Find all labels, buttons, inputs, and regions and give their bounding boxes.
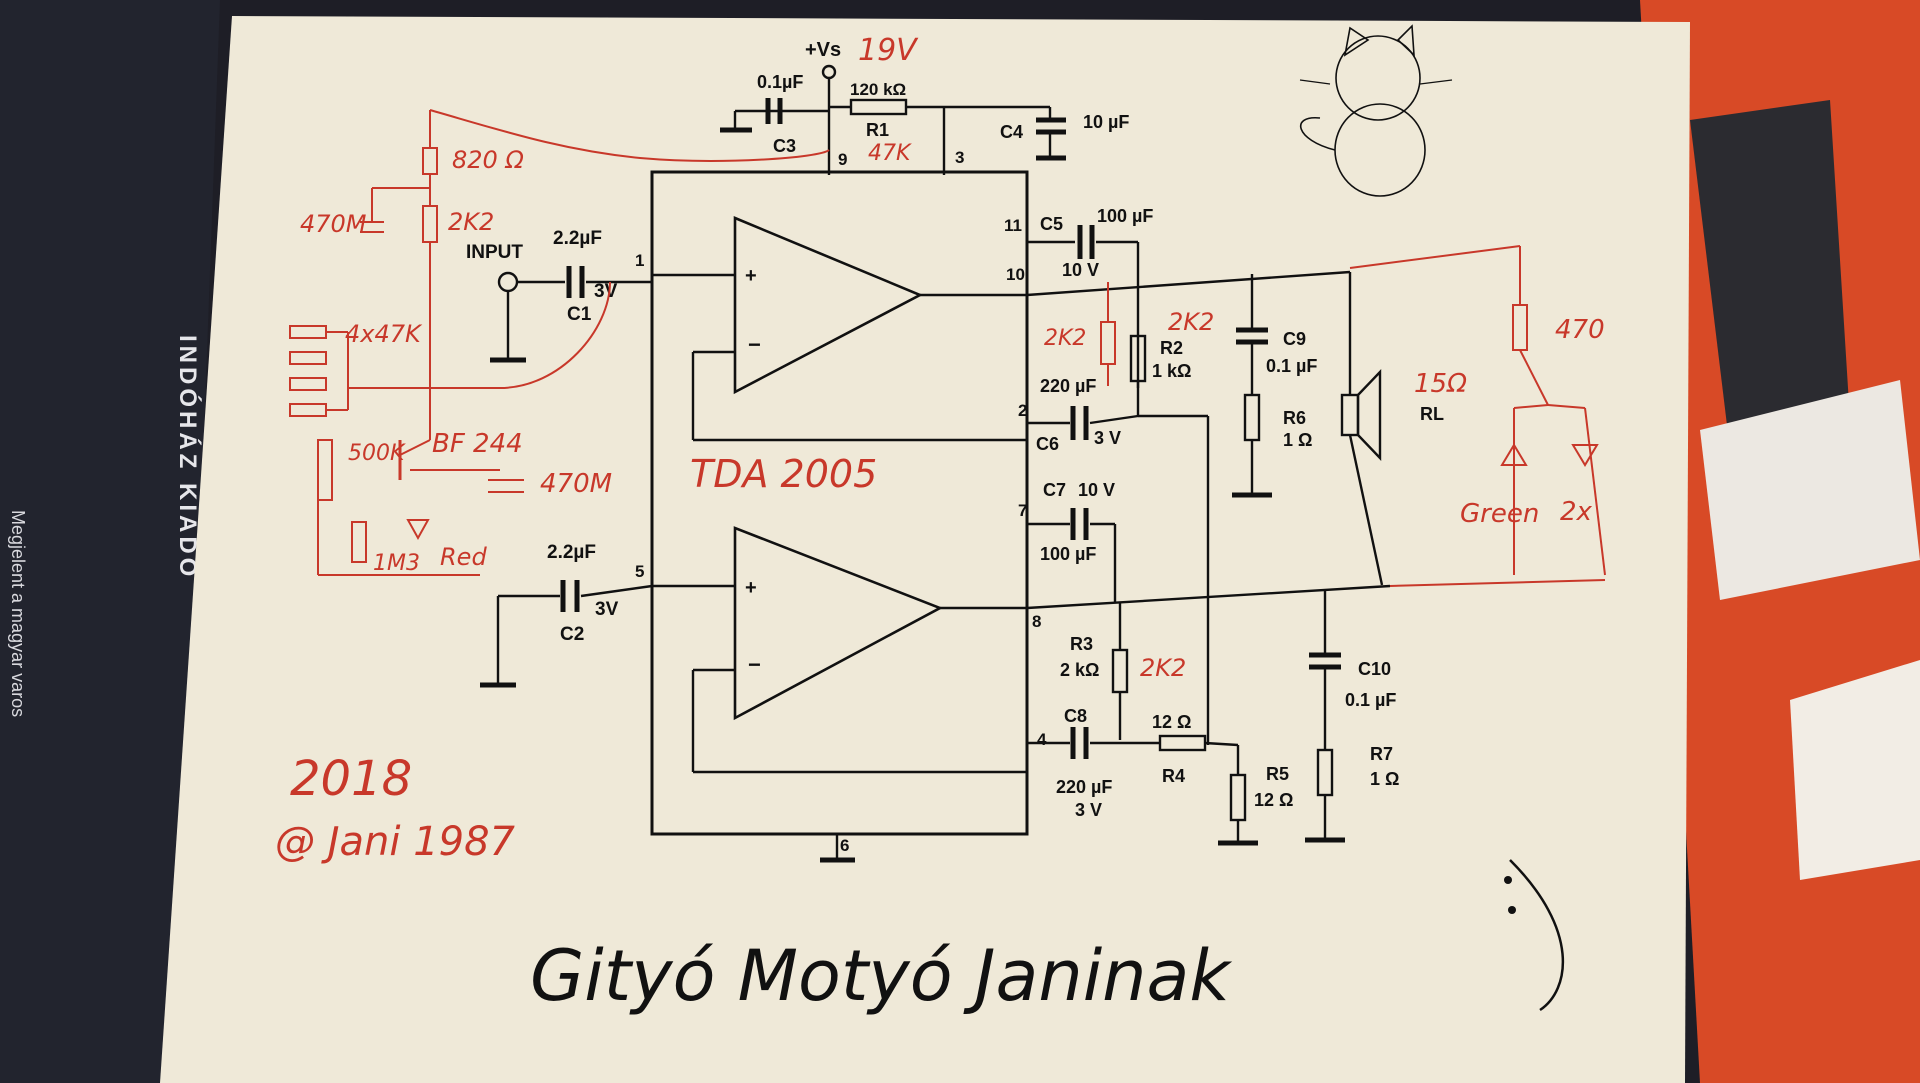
pin-10: 10 <box>1006 265 1025 284</box>
tda2005-chip: TDA 2005 + − + − 6 <box>650 170 1029 863</box>
red-pot: 500K <box>348 441 406 466</box>
pin-3: 3 <box>955 148 964 167</box>
book-spine-area <box>0 0 220 1083</box>
red-r-top: 820 Ω <box>452 146 524 174</box>
c6-name: C6 <box>1036 434 1059 454</box>
r1-value: 120 kΩ <box>850 80 906 99</box>
dedication: Gityó Motyó Janinak <box>530 935 1232 1017</box>
c5-value: 100 µF <box>1097 206 1153 226</box>
red-transistor: BF 244 <box>432 429 523 459</box>
c8-name: C8 <box>1064 706 1087 726</box>
c5-voltage: 10 V <box>1062 260 1099 280</box>
supply-label: +Vs <box>805 39 841 61</box>
c2-section: 2.2µF 3V C2 <box>480 542 653 688</box>
r1-name: R1 <box>866 120 889 140</box>
r2-value: 1 kΩ <box>1152 361 1191 381</box>
pin-8: 8 <box>1032 612 1041 631</box>
c7-voltage: 10 V <box>1078 480 1115 500</box>
c1-name: C1 <box>567 304 592 325</box>
red-r-1m: 1M3 <box>373 551 420 576</box>
red-4x47k: 4x47K <box>345 320 423 348</box>
r3-value: 2 kΩ <box>1060 660 1099 680</box>
supply-section: +Vs 19V 0.1µF C3 120 kΩ R1 47K C4 10 µF … <box>720 33 1129 175</box>
c10-name: C10 <box>1358 659 1391 679</box>
c9-value: 0.1 µF <box>1266 356 1317 376</box>
c6-voltage: 3 V <box>1094 428 1121 448</box>
rl-mod-note: 15Ω <box>1414 369 1467 399</box>
r4-name: R4 <box>1162 766 1185 786</box>
r2-name: R2 <box>1160 338 1183 358</box>
c4-value: 10 µF <box>1083 112 1129 132</box>
c7-name: C7 <box>1043 480 1066 500</box>
signature-credit: @ Jani 1987 <box>275 819 516 865</box>
red-led-green: Green <box>1460 499 1539 529</box>
pin-6: 6 <box>840 836 849 855</box>
c8-voltage: 3 V <box>1075 800 1102 820</box>
r1-mod-note: 47K <box>868 141 912 166</box>
amp1-plus: + <box>745 265 757 287</box>
red-led-resistor: 470 <box>1555 315 1605 345</box>
amp2-plus: + <box>745 577 757 599</box>
r5-value: 12 Ω <box>1254 790 1293 810</box>
c3-name: C3 <box>773 136 796 156</box>
red-led-2x: 2x <box>1560 497 1593 527</box>
cat-doodle <box>1299 24 1453 197</box>
pin-11: 11 <box>1004 216 1022 235</box>
smiley-mouth <box>1509 859 1565 1012</box>
amp2-minus: − <box>748 652 761 677</box>
r7-value: 1 Ω <box>1370 769 1399 789</box>
pin-5: 5 <box>635 562 644 581</box>
signature-year: 2018 <box>290 751 412 807</box>
red-extra-2k2: 2K2 <box>1044 326 1086 351</box>
red-cap-470: 470M <box>300 210 367 238</box>
c9-name: C9 <box>1283 329 1306 349</box>
paper-sheet <box>160 16 1690 1083</box>
pin-9: 9 <box>838 150 847 169</box>
rl-name: RL <box>1420 404 1444 424</box>
r6-value: 1 Ω <box>1283 430 1312 450</box>
book-cover-white <box>1700 380 1920 600</box>
r5-name: R5 <box>1266 764 1289 784</box>
r7-name: R7 <box>1370 744 1393 764</box>
r6-name: R6 <box>1283 408 1306 428</box>
red-output-additions: 2K2 470 Green 2x <box>1044 245 1606 587</box>
c7-value: 100 µF <box>1040 544 1096 564</box>
r3-name: R3 <box>1070 634 1093 654</box>
pin-7: 7 <box>1018 501 1027 520</box>
c2-name: C2 <box>560 624 584 645</box>
chip-label: TDA 2005 <box>690 452 877 496</box>
smiley-eye-2 <box>1508 906 1516 914</box>
c2-value: 2.2µF <box>547 542 596 563</box>
input-label: INPUT <box>466 242 523 263</box>
r2-mod-note: 2K2 <box>1168 308 1214 336</box>
input-section: INPUT 2.2µF 3V C1 <box>466 228 652 363</box>
r3-mod-note: 2K2 <box>1140 654 1186 682</box>
c8-value: 220 µF <box>1056 777 1112 797</box>
c2-voltage: 3V <box>595 599 619 620</box>
book-cover-photo <box>1690 100 1850 450</box>
red-r-2k2: 2K2 <box>448 208 494 236</box>
pin-2: 2 <box>1018 401 1027 420</box>
smiley-eye <box>1504 876 1512 884</box>
output-section: C5 100 µF 10 V R2 1 kΩ 2K2 220 µF C6 3 V… <box>1026 206 1467 846</box>
amp1-minus: − <box>748 332 761 357</box>
pin-1: 1 <box>635 251 644 270</box>
spine-line: Megjelent a magyar varos <box>8 510 28 717</box>
c1-voltage: 3V <box>594 281 618 302</box>
pin-4: 4 <box>1037 730 1047 749</box>
red-led-red: Red <box>440 543 487 571</box>
c4-name: C4 <box>1000 122 1023 142</box>
c5-name: C5 <box>1040 214 1063 234</box>
red-cap-470m: 470M <box>540 469 612 499</box>
red-preamp-additions: 820 Ω 2K2 470M 4x47K 500K BF 244 470M 1M… <box>289 109 830 576</box>
c1-value: 2.2µF <box>553 228 602 249</box>
c6-value: 220 µF <box>1040 376 1096 396</box>
c10-value: 0.1 µF <box>1345 690 1396 710</box>
supply-voltage-note: 19V <box>858 33 919 68</box>
r4-value: 12 Ω <box>1152 712 1191 732</box>
book-cover-white-2 <box>1790 660 1920 880</box>
c3-value: 0.1µF <box>757 72 803 92</box>
